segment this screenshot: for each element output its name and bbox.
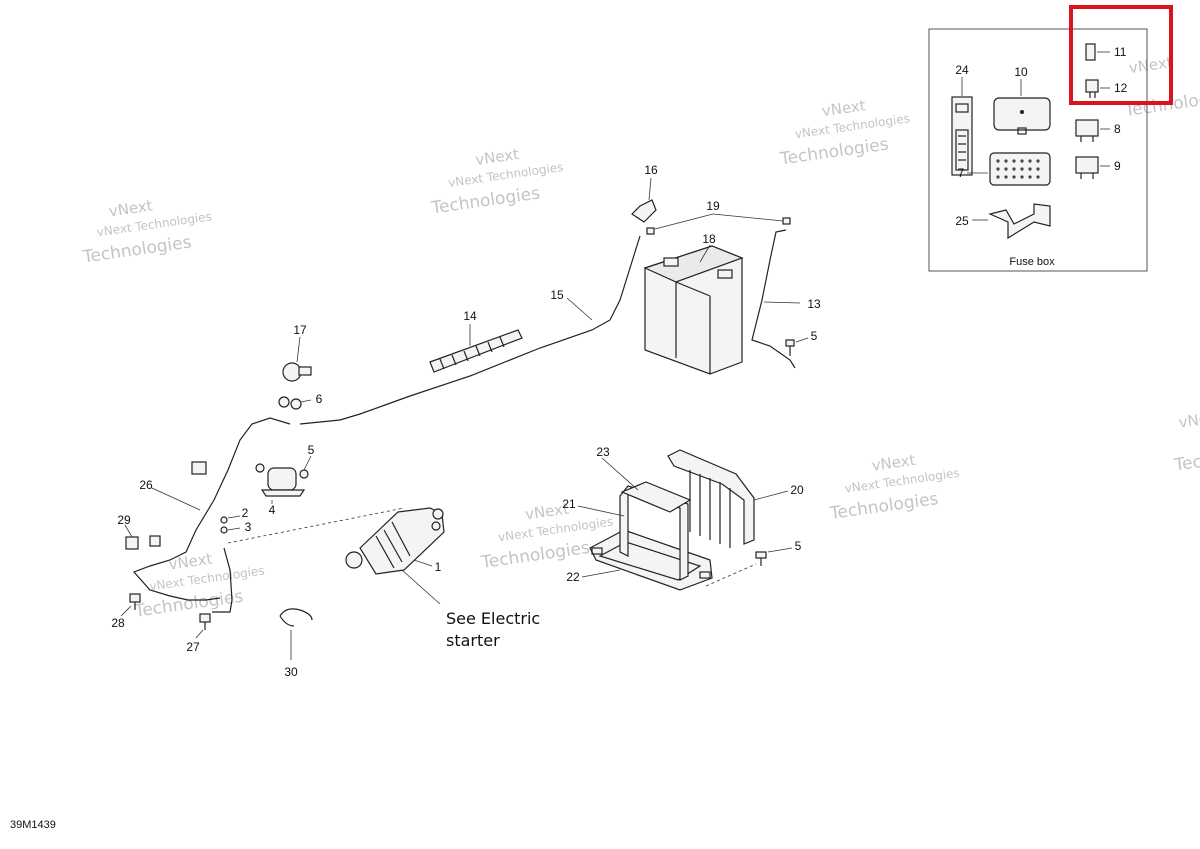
callout-9: 9 bbox=[1114, 159, 1121, 173]
bolt-5-drawing bbox=[785, 339, 795, 356]
callout-13: 13 bbox=[807, 297, 821, 311]
see-electric-starter-line2: starter bbox=[446, 631, 500, 650]
watermark-tech: Technologies bbox=[479, 538, 591, 573]
bolt-27-drawing bbox=[199, 613, 211, 630]
callout-16: 16 bbox=[644, 163, 658, 177]
inset-frame bbox=[928, 28, 1148, 272]
watermark-vnext: vNext bbox=[1178, 408, 1200, 432]
callout-15: 15 bbox=[550, 288, 564, 302]
watermark-vnext: vNext bbox=[474, 145, 520, 169]
watermark-vnext: vNext bbox=[1128, 53, 1174, 77]
relay-8-drawing bbox=[1075, 119, 1099, 142]
negative-cable-13-drawing bbox=[751, 229, 796, 369]
callout-12: 12 bbox=[1114, 81, 1128, 95]
cover-10-drawing bbox=[993, 97, 1051, 135]
callout-1: 1 bbox=[435, 560, 442, 574]
callout-29: 29 bbox=[117, 513, 131, 527]
positive-cable-15-drawing bbox=[299, 235, 641, 425]
callout-4: 4 bbox=[269, 503, 276, 517]
callout-10: 10 bbox=[1014, 65, 1028, 79]
fuse-11-drawing bbox=[1085, 43, 1096, 61]
callout-30: 30 bbox=[284, 665, 298, 679]
watermark-tech: Technologies bbox=[1172, 441, 1200, 476]
callout-11: 11 bbox=[1114, 45, 1127, 59]
solenoid-4-drawing bbox=[191, 461, 309, 497]
callout-14: 14 bbox=[463, 309, 477, 323]
callout-24: 24 bbox=[955, 63, 969, 77]
callout-21: 21 bbox=[562, 497, 576, 511]
callout-23: 23 bbox=[596, 445, 610, 459]
callout-7: 7 bbox=[958, 166, 965, 180]
base-7-drawing bbox=[989, 152, 1051, 186]
callout-22: 22 bbox=[566, 570, 580, 584]
bolt-5-tray-drawing bbox=[755, 551, 767, 566]
connector-24-drawing bbox=[951, 96, 973, 176]
relay-9-drawing bbox=[1075, 156, 1099, 179]
watermark-vnext: vNext bbox=[821, 96, 867, 120]
fuse-box-inset: 24 10 7 8 9 11 12 25 Fuse box bbox=[928, 28, 1148, 272]
callout-28: 28 bbox=[111, 616, 125, 630]
boot-17-drawing bbox=[282, 362, 312, 382]
tray-22-drawing bbox=[589, 529, 713, 591]
ground-strap-30-drawing bbox=[279, 608, 313, 627]
harness-drawing bbox=[132, 417, 291, 601]
fuse-box-label: Fuse box bbox=[1009, 256, 1055, 268]
callout-5: 5 bbox=[811, 329, 818, 343]
pad-23-drawing bbox=[620, 481, 692, 513]
callout-26: 26 bbox=[139, 478, 153, 492]
see-electric-starter-line1: See Electric bbox=[446, 609, 540, 628]
watermark-vnext: vNext bbox=[167, 550, 213, 574]
highlight-box bbox=[1069, 5, 1173, 105]
bracket-25-drawing bbox=[988, 203, 1051, 240]
callout-18: 18 bbox=[702, 232, 716, 246]
reference-code: 39M1439 bbox=[10, 819, 56, 831]
callout-5: 5 bbox=[795, 539, 802, 553]
fuse-12-drawing bbox=[1085, 79, 1099, 98]
callout-19: 19 bbox=[706, 199, 720, 213]
washer-3-drawing bbox=[220, 526, 228, 534]
callout-25: 25 bbox=[955, 214, 969, 228]
nut-6-drawing bbox=[278, 396, 302, 410]
watermark-tech: Technologies bbox=[429, 183, 541, 218]
callout-8: 8 bbox=[1114, 122, 1121, 136]
callout-20: 20 bbox=[790, 483, 804, 497]
callout-3: 3 bbox=[245, 520, 252, 534]
watermark-vnext: vNext bbox=[524, 499, 570, 523]
clamp-29-drawing bbox=[125, 535, 161, 550]
callout-17: 17 bbox=[293, 323, 307, 337]
callout-27: 27 bbox=[186, 640, 200, 654]
watermark-vnext: vNext bbox=[871, 451, 917, 475]
battery-box-20-drawing bbox=[667, 449, 755, 548]
screw-19-drawing bbox=[646, 217, 791, 235]
watermark-vnext: vNext bbox=[108, 196, 154, 220]
harness-branch-drawing bbox=[212, 547, 233, 613]
bolt-28-drawing bbox=[129, 593, 141, 610]
callout-2: 2 bbox=[242, 506, 249, 520]
callout-6: 6 bbox=[316, 392, 323, 406]
clip-2-drawing bbox=[220, 516, 228, 524]
starter-1-drawing bbox=[345, 507, 445, 575]
terminal-cap-16-drawing bbox=[631, 199, 657, 223]
callout-5: 5 bbox=[308, 443, 315, 457]
battery-18-drawing bbox=[643, 245, 744, 375]
sleeve-14-drawing bbox=[429, 329, 523, 373]
